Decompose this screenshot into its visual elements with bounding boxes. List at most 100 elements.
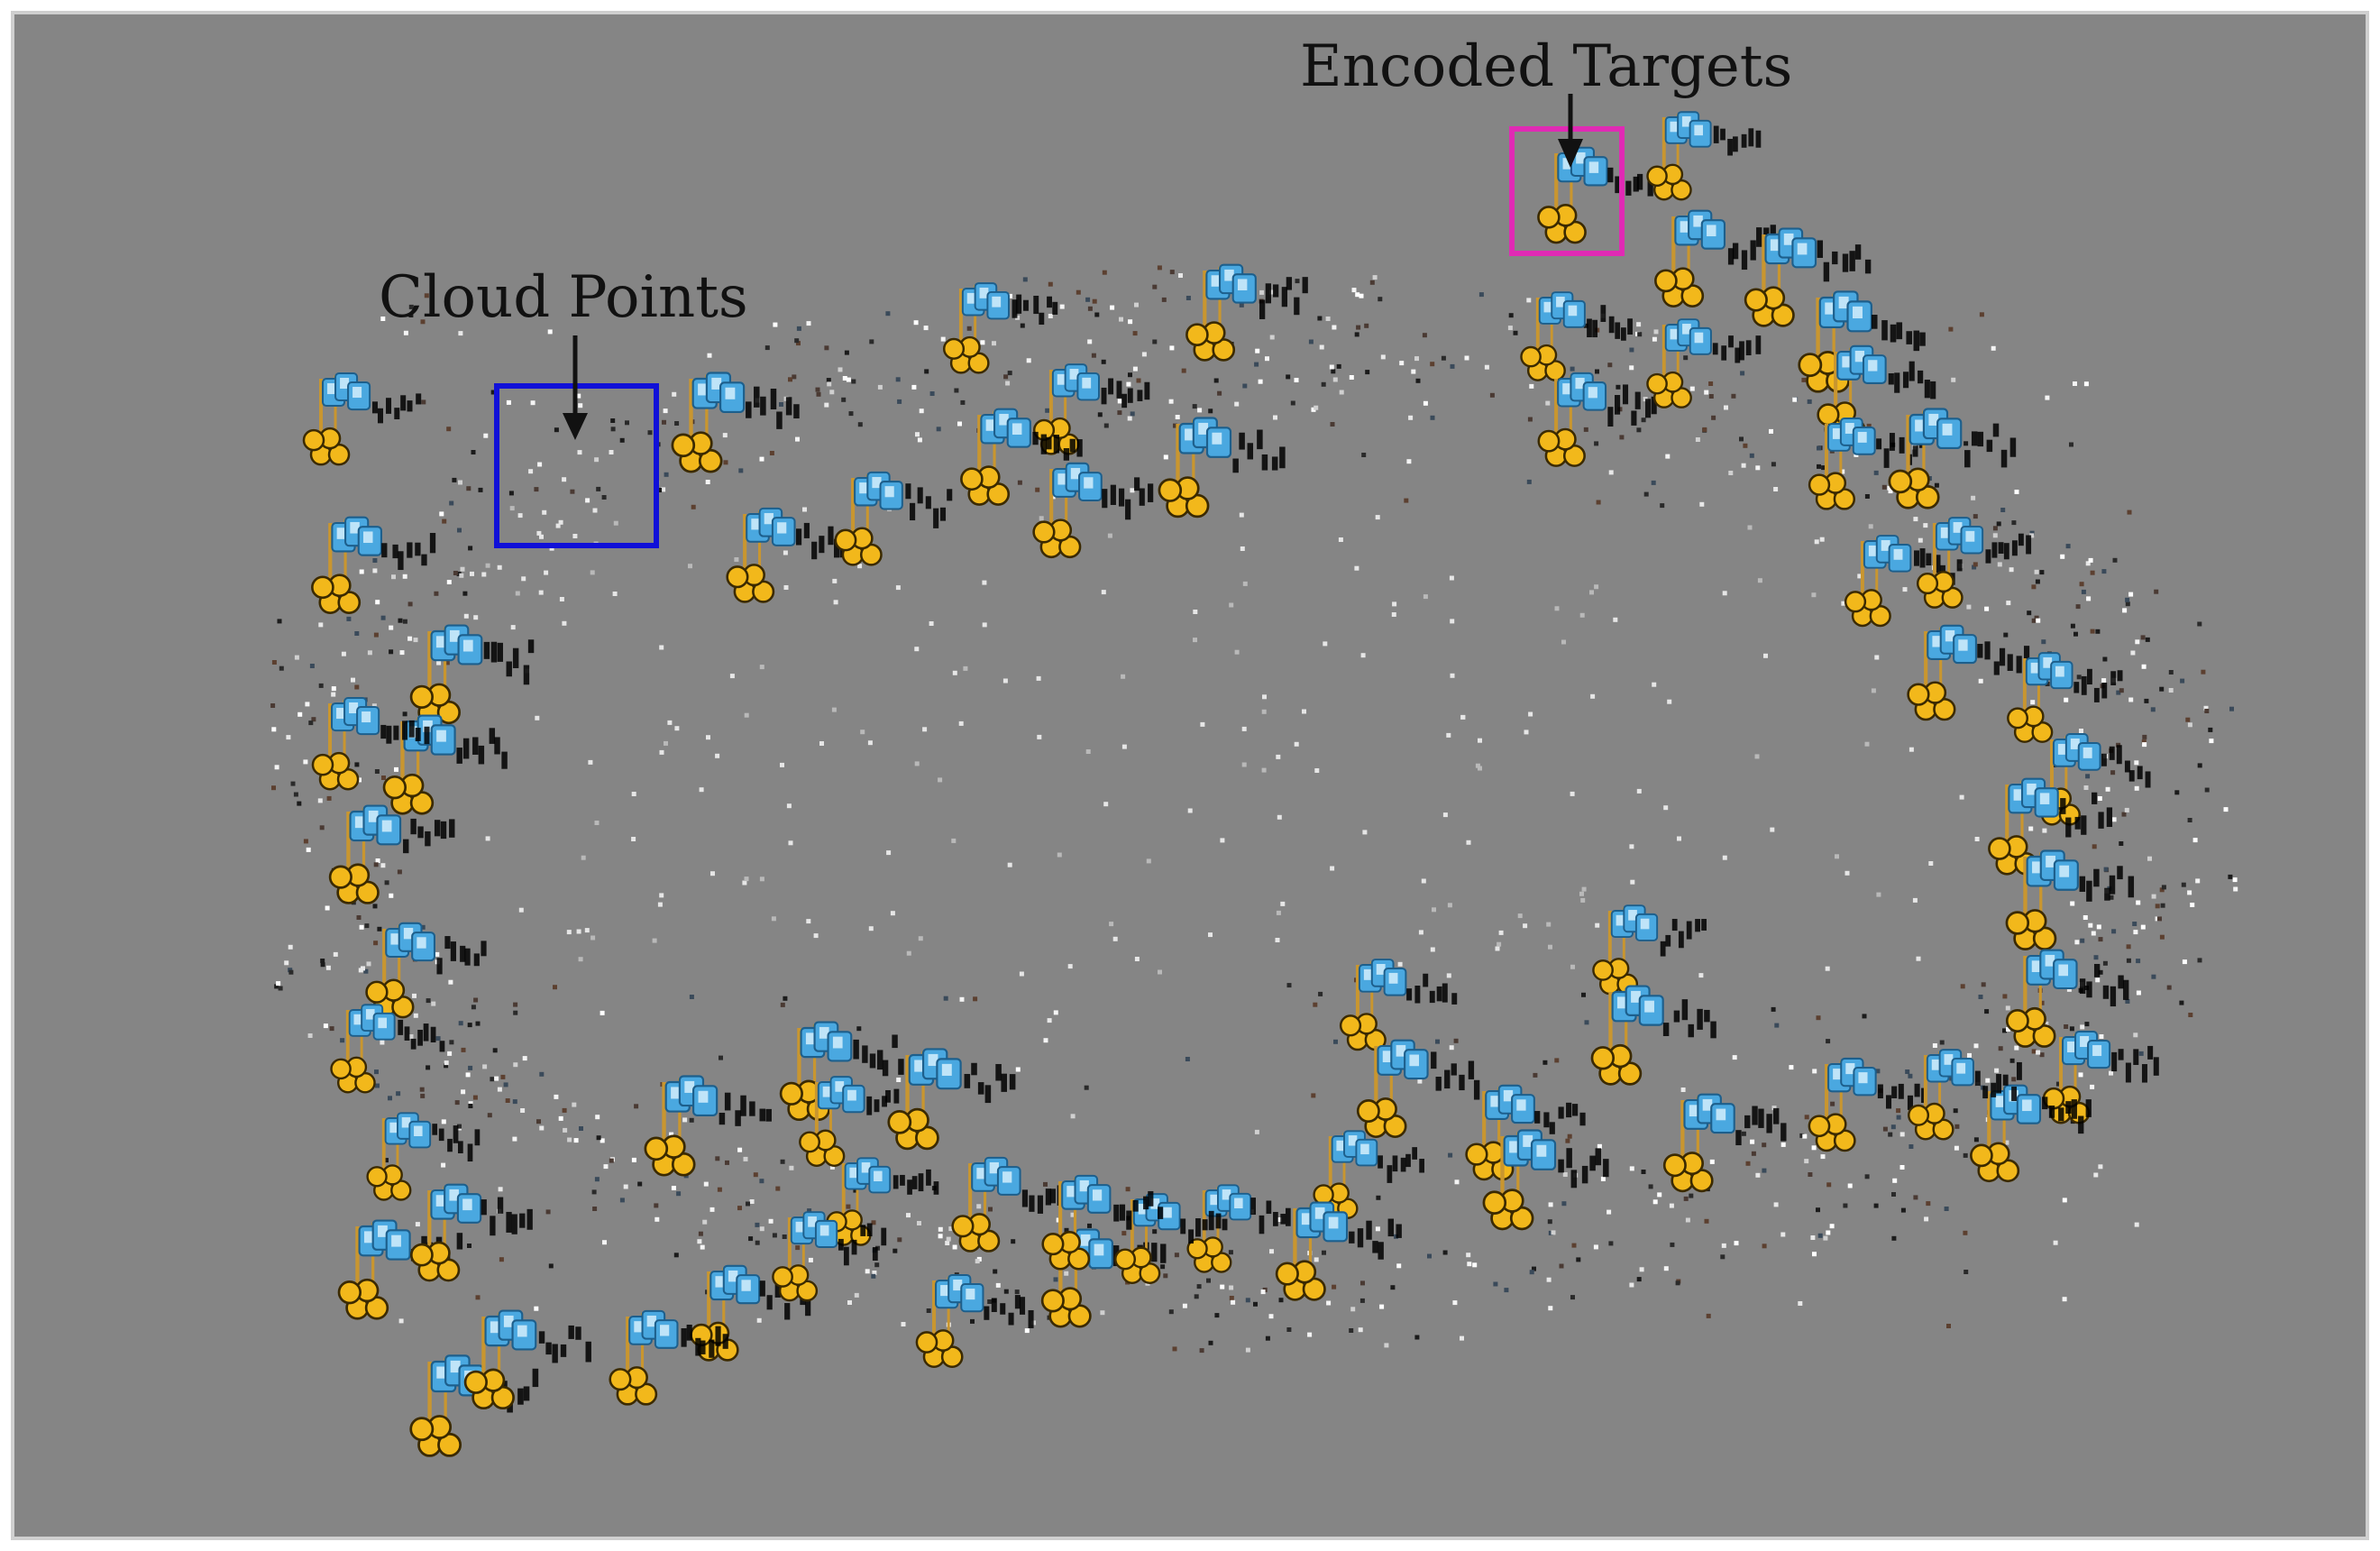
target-id-mark xyxy=(719,1092,772,1126)
cloud-point xyxy=(1755,465,1761,471)
cloud-point xyxy=(1228,1250,1233,1255)
cloud-point xyxy=(1365,370,1370,375)
cloud-point xyxy=(1817,1233,1823,1238)
cloud-point xyxy=(664,740,668,746)
cloud-point xyxy=(2097,796,2102,801)
cloud-point xyxy=(2088,557,2093,563)
cloud-point xyxy=(1127,416,1132,421)
cloud-point xyxy=(512,1099,517,1105)
cloud-point xyxy=(520,1108,526,1113)
cloud-point xyxy=(1354,565,1359,571)
cloud-point xyxy=(1208,1340,1213,1345)
cloud-point xyxy=(384,880,389,886)
cloud-point xyxy=(1677,836,1681,841)
cloud-point xyxy=(995,1282,1001,1288)
cloud-point xyxy=(746,1201,750,1207)
cloud-point xyxy=(1934,482,1939,488)
cloud-point xyxy=(1369,280,1375,285)
cloud-point xyxy=(2204,709,2210,713)
target-id-mark xyxy=(1431,1051,1480,1100)
cloud-point xyxy=(1196,1284,1202,1289)
cloud-point xyxy=(372,558,378,563)
cloud-point xyxy=(831,707,837,712)
cloud-point xyxy=(2103,867,2109,872)
cloud-point xyxy=(1160,1264,1166,1270)
cloud-point xyxy=(897,399,902,404)
encoded-target xyxy=(1465,1084,1586,1181)
target-id-mark xyxy=(436,936,487,975)
cloud-point xyxy=(2074,940,2080,945)
cloud-point xyxy=(2140,635,2146,640)
cloud-point xyxy=(1070,1114,1076,1119)
cloud-point xyxy=(2036,618,2041,623)
cloud-point xyxy=(1924,1216,1929,1222)
cloud-point xyxy=(567,1137,572,1143)
coin-cluster-icon xyxy=(644,1134,696,1177)
cloud-point xyxy=(877,384,883,390)
cloud-point xyxy=(623,1184,628,1189)
cloud-point xyxy=(897,1237,902,1243)
cloud-point xyxy=(1447,903,1452,908)
cloud-point xyxy=(2126,944,2131,950)
cloud-point xyxy=(2151,974,2156,979)
cloud-point xyxy=(579,1126,583,1131)
cloud-point xyxy=(973,996,978,1002)
cloud-point xyxy=(1392,601,1397,607)
camera-flag-icon xyxy=(2008,777,2059,818)
target-id-mark xyxy=(838,1223,887,1266)
cloud-point xyxy=(559,597,564,601)
cloud-point xyxy=(2187,722,2192,728)
cloud-point xyxy=(591,1189,597,1195)
cloud-point xyxy=(371,703,377,709)
cloud-point xyxy=(547,329,553,335)
cloud-point xyxy=(2073,381,2077,386)
encoded-target xyxy=(302,372,422,466)
cloud-point xyxy=(1254,1129,1259,1134)
cloud-point xyxy=(2151,894,2156,899)
cloud-point xyxy=(1636,1277,1642,1282)
cloud-point xyxy=(1576,1257,1581,1262)
cloud-point xyxy=(1331,369,1336,374)
cloud-point xyxy=(1130,488,1135,493)
target-id-mark xyxy=(2079,866,2135,902)
cloud-point xyxy=(743,1156,748,1161)
cloud-point xyxy=(1194,1294,1199,1299)
arrow-down-icon xyxy=(563,335,588,440)
target-id-mark xyxy=(1977,641,2030,675)
cloud-point xyxy=(951,838,957,843)
cloud-point xyxy=(1873,470,1879,475)
cloud-point xyxy=(1651,480,1656,485)
cloud-point xyxy=(2005,1005,2010,1011)
cloud-point xyxy=(1450,619,1455,624)
cloud-point xyxy=(1751,1151,1756,1156)
cloud-point xyxy=(1517,913,1523,919)
cloud-point xyxy=(364,923,370,929)
cloud-point xyxy=(308,720,314,726)
cloud-point xyxy=(2031,584,2037,590)
cloud-point xyxy=(867,740,873,746)
cloud-point xyxy=(914,647,920,652)
camera-flag-icon xyxy=(2026,849,2079,891)
cloud-point xyxy=(1472,1262,1478,1268)
cloud-point xyxy=(957,421,962,427)
cloud-point xyxy=(661,487,666,492)
cloud-point xyxy=(756,1317,762,1323)
cloud-point xyxy=(1422,333,1427,338)
cloud-point xyxy=(389,625,394,630)
coin-cluster-icon xyxy=(1114,1246,1161,1285)
cloud-point xyxy=(1085,297,1091,302)
cloud-point xyxy=(1197,408,1203,413)
cloud-point xyxy=(1731,393,1736,399)
cloud-point xyxy=(398,618,403,623)
cloud-point xyxy=(719,1055,723,1060)
coin-cluster-icon xyxy=(1844,589,1891,628)
coin-cluster-icon xyxy=(337,1278,389,1320)
cloud-point xyxy=(1245,1347,1250,1353)
cloud-point xyxy=(306,847,311,852)
cloud-point xyxy=(1891,1235,1897,1241)
cloud-point xyxy=(1844,870,1850,876)
cloud-point xyxy=(688,564,692,569)
cloud-point xyxy=(2168,688,2174,693)
cloud-point xyxy=(2011,1077,2017,1082)
cloud-point xyxy=(1963,1230,1968,1235)
